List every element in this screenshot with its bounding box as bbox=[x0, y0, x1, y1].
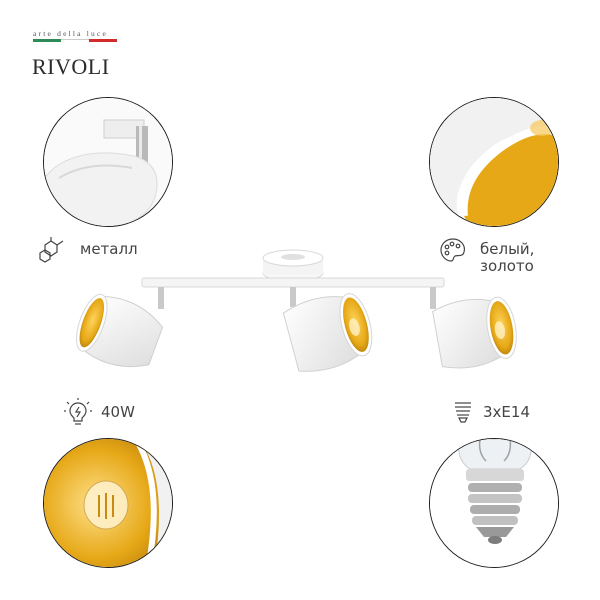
brand-flag-stripe bbox=[33, 39, 117, 42]
color-label-line2: золото bbox=[480, 257, 534, 275]
product-image-spot-light bbox=[60, 238, 550, 402]
bulb-icon bbox=[64, 398, 92, 428]
power-label: 40W bbox=[101, 403, 135, 421]
socket-label: 3xE14 bbox=[483, 403, 530, 421]
detail-e14-base-circle bbox=[429, 438, 559, 568]
detail-mount-circle bbox=[43, 97, 173, 227]
molecule-icon bbox=[37, 237, 67, 263]
detail-shade-rim-circle bbox=[429, 97, 559, 227]
brand-tagline: arte della luce bbox=[33, 29, 109, 38]
detail-bulb-circle bbox=[43, 438, 173, 568]
palette-icon bbox=[439, 237, 467, 263]
brand-logo: RIVOLI bbox=[32, 54, 110, 79]
material-label: металл bbox=[80, 240, 138, 258]
socket-base-icon bbox=[453, 400, 473, 424]
color-label-line1: белый, bbox=[480, 240, 535, 258]
